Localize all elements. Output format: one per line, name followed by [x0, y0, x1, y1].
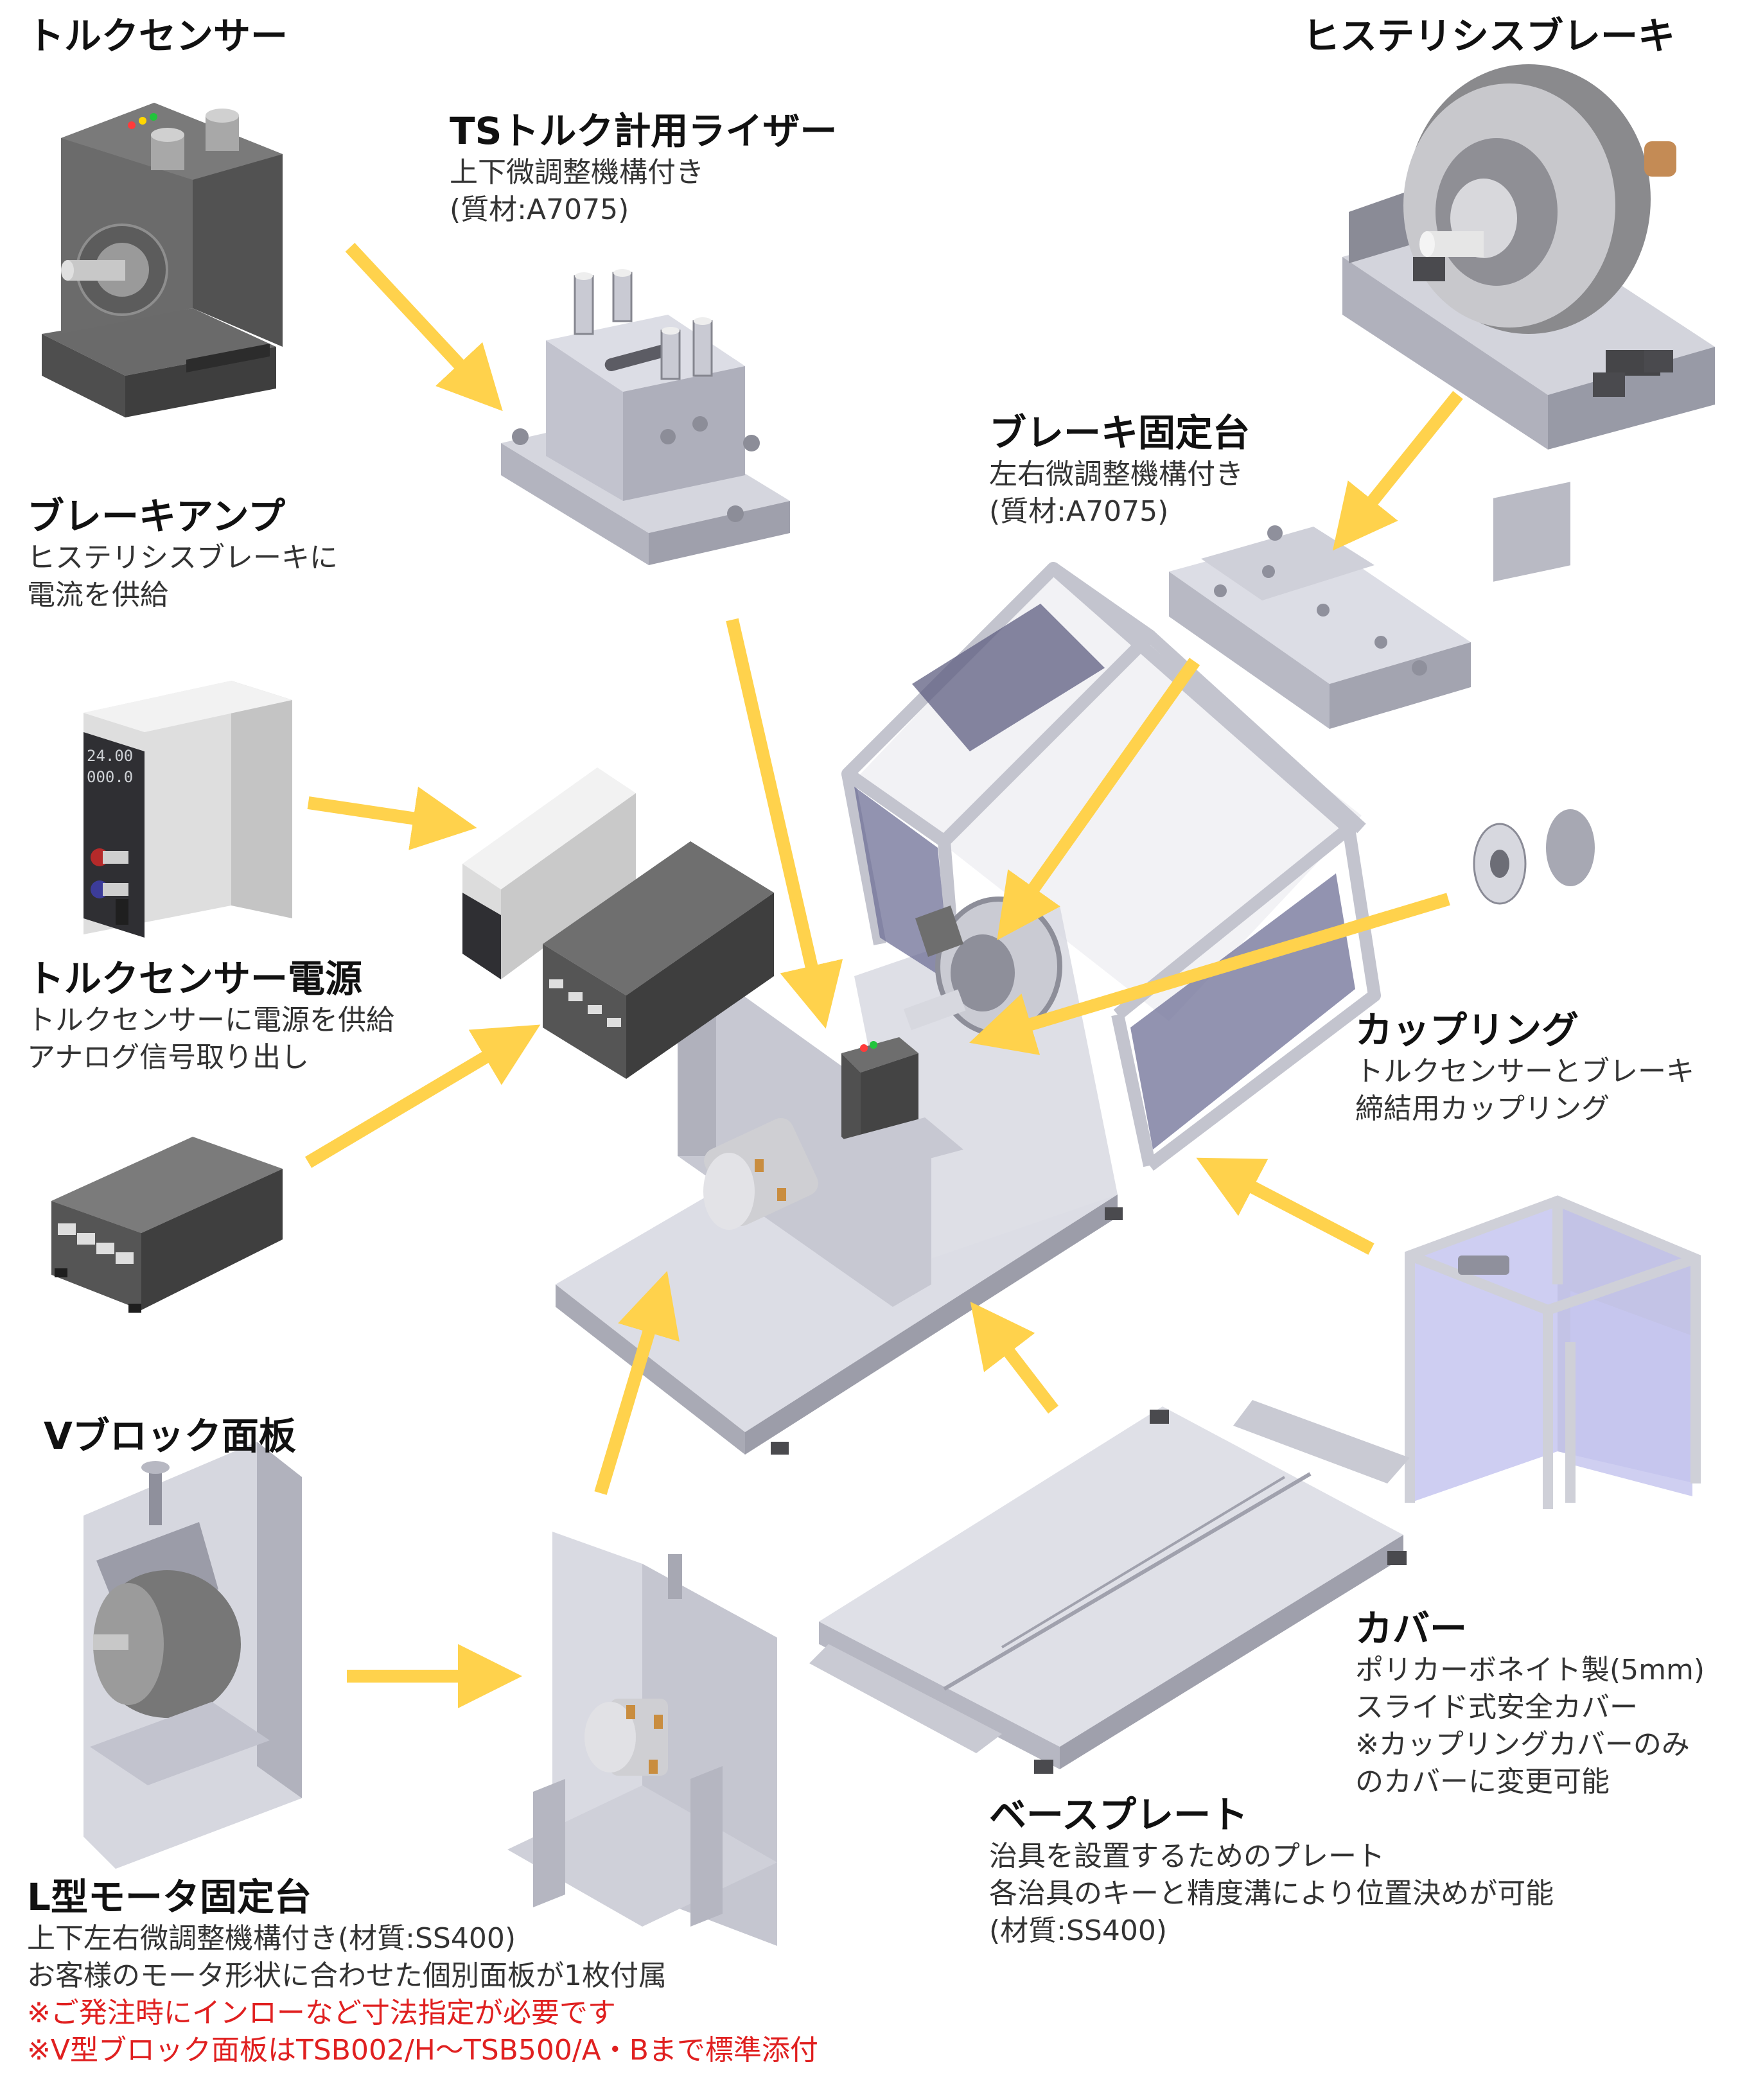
ts-riser-line1: 上下微調整機構付き	[450, 156, 704, 189]
cover-line3: ※カップリングカバーのみ	[1355, 1728, 1690, 1761]
arrow-coupling	[969, 893, 1450, 1055]
central-assembly-illustration	[462, 562, 1381, 1455]
sensor-power-illustration	[51, 1137, 283, 1313]
brake-amp-label: ブレーキアンプ ヒステリシスブレーキに 電流を供給	[27, 493, 338, 614]
amp-display-line1: 24.00	[87, 747, 133, 765]
brake-mount-line2: (質材:A7075)	[989, 495, 1169, 528]
cover-line2: スライド式安全カバー	[1355, 1691, 1638, 1724]
base-plate-line2: 各治具のキーと精度溝により位置決めが可能	[989, 1877, 1554, 1910]
cover-line1: ポリカーボネイト製(5mm)	[1355, 1654, 1705, 1686]
safety-cover-illustration	[1405, 1195, 1701, 1509]
torque-sensor-illustration	[42, 103, 283, 417]
ts-riser-label: TSトルク計用ライザー 上下微調整機構付き (質材:A7075)	[450, 108, 837, 229]
l-motor-mount-line1: 上下左右微調整機構付き(材質:SS400)	[27, 1922, 516, 1955]
coupling-line2: 締結用カップリング	[1355, 1092, 1610, 1125]
coupling-illustration	[1473, 482, 1595, 905]
arrow-torque-sensor	[345, 243, 503, 412]
ts-riser-line2: (質材:A7075)	[450, 193, 629, 226]
base-plate-illustration	[809, 1400, 1410, 1774]
arrow-riser	[726, 618, 843, 1029]
l-motor-mount-note1: ※ご発注時にインローなど寸法指定が必要です	[27, 1997, 616, 2029]
base-plate-line1: 治具を設置するためのプレート	[989, 1840, 1385, 1873]
brake-amp-title: ブレーキアンプ	[27, 494, 285, 538]
vblock-faceplate-illustration	[83, 1442, 302, 1869]
sensor-power-title: トルクセンサー電源	[27, 957, 363, 1001]
arrow-cover	[1196, 1157, 1374, 1255]
amp-display-line2: 000.0	[87, 768, 133, 786]
coupling-line1: トルクセンサーとブレーキ	[1355, 1055, 1694, 1088]
hysteresis-brake-title: ヒステリシスブレーキ	[1303, 14, 1676, 58]
cover-title: カバー	[1355, 1607, 1468, 1650]
coupling-label: カップリング トルクセンサーとブレーキ 締結用カップリング	[1355, 1007, 1694, 1128]
arrow-brake-mount	[997, 658, 1200, 941]
cover-line4: のカバーに変更可能	[1355, 1765, 1610, 1798]
l-motor-mount-note2: ※V型ブロック面板はTSB002/H～TSB500/A・Bまで標準添付	[27, 2034, 818, 2067]
base-plate-line3: (材質:SS400)	[989, 1914, 1167, 1947]
brake-amp-line1: ヒステリシスブレーキに	[27, 541, 338, 574]
hysteresis-brake-illustration	[1342, 64, 1715, 450]
torque-sensor-title: トルクセンサー	[27, 14, 288, 58]
base-plate-title: ベースプレート	[989, 1793, 1249, 1837]
arrow-base-plate	[970, 1301, 1058, 1414]
sensor-power-label: トルクセンサー電源 トルクセンサーに電源を供給 アナログ信号取り出し	[27, 956, 394, 1076]
sensor-power-line2: アナログ信号取り出し	[27, 1041, 310, 1074]
callout-arrows	[304, 243, 1463, 1708]
ts-riser-illustration	[501, 269, 790, 565]
sensor-power-line1: トルクセンサーに電源を供給	[27, 1004, 394, 1037]
arrow-hysteresis-brake	[1332, 390, 1463, 551]
brake-mount-title: ブレーキ固定台	[989, 411, 1251, 455]
ts-riser-title: TSトルク計用ライザー	[450, 109, 838, 153]
brake-amp-line2: 電流を供給	[27, 579, 168, 611]
arrow-sensor-power	[304, 1024, 541, 1168]
arrow-l-motor-mount	[594, 1271, 680, 1495]
coupling-title: カップリング	[1355, 1008, 1579, 1052]
brake-mount-label: ブレーキ固定台 左右微調整機構付き (質材:A7075)	[989, 410, 1250, 530]
arrow-brake-amp	[307, 786, 477, 850]
brake-mount-illustration	[1169, 525, 1471, 729]
l-motor-mount-illustration	[507, 1532, 777, 1946]
l-motor-mount-line2: お客様のモータ形状に合わせた個別面板が1枚付属	[27, 1959, 667, 1992]
cover-label: カバー ポリカーボネイト製(5mm) スライド式安全カバー ※カップリングカバー…	[1355, 1606, 1705, 1801]
brake-mount-line1: 左右微調整機構付き	[989, 458, 1243, 491]
vblock-title: Vブロック面板	[44, 1414, 296, 1458]
l-motor-mount-label: L型モータ固定台 上下左右微調整機構付き(材質:SS400) お客様のモータ形状…	[27, 1874, 818, 2069]
brake-amplifier-illustration: 24.00 000.0	[83, 681, 292, 938]
base-plate-label: ベースプレート 治具を設置するためのプレート 各治具のキーと精度溝により位置決め…	[989, 1792, 1554, 1950]
l-motor-mount-title: L型モータ固定台	[27, 1875, 312, 1919]
